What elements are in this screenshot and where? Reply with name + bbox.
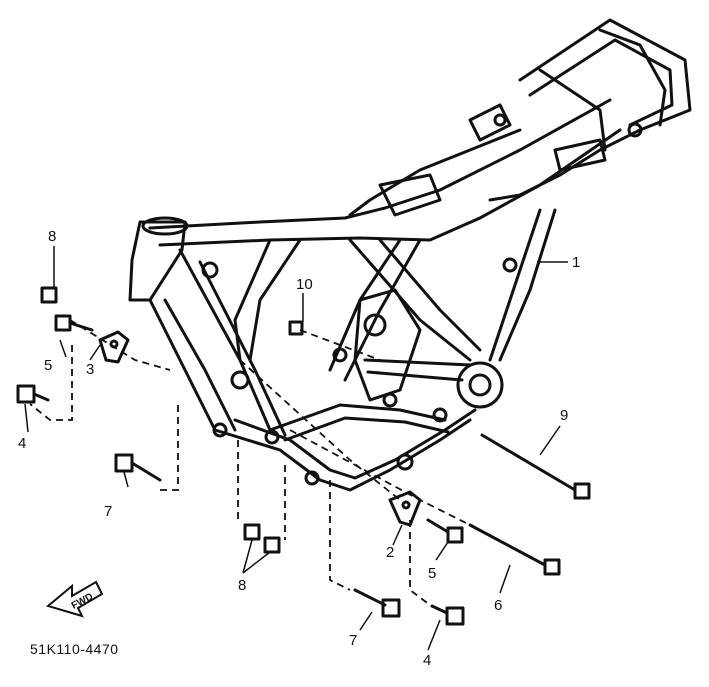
callout-long-bolt-6: 6 [494, 597, 503, 614]
leader-lines [29, 319, 471, 606]
long-bolt-6 [468, 523, 561, 576]
callout-frame: 1 [572, 254, 581, 271]
fwd-arrow-icon: FWD [45, 580, 104, 618]
bolt-7-bottom [353, 588, 401, 618]
reference-code: 51K110-4470 [30, 641, 119, 657]
motorcycle-frame [128, 18, 692, 492]
callout-bolt-5-left: 5 [44, 357, 53, 374]
callout-bolt-7-left: 7 [104, 503, 113, 520]
mount-bracket-right [388, 490, 422, 527]
callout-bracket-3: 3 [86, 361, 95, 378]
callout-nut-8-top: 8 [48, 228, 57, 245]
nut-10 [288, 320, 304, 336]
bolt-7-left [114, 453, 162, 482]
callout-bolt-7-bottom: 7 [349, 632, 358, 649]
callout-bolt-4-left: 4 [18, 435, 27, 452]
callout-long-bolt-9: 9 [560, 407, 569, 424]
nut-8-top [40, 286, 58, 304]
bolt-4-bottom [430, 604, 465, 626]
callout-bolt-5-right: 5 [428, 565, 437, 582]
bolt-4-left [16, 384, 50, 404]
nut-8-pair [243, 523, 281, 554]
callout-nut-10: 10 [296, 276, 313, 293]
solid-leaders [24, 246, 568, 651]
long-bolt-9 [480, 433, 591, 500]
callout-nut-8-bottom: 8 [238, 577, 247, 594]
callout-bracket-2: 2 [386, 544, 395, 561]
bolt-5-right [426, 518, 464, 544]
callout-bolt-4-bottom: 4 [423, 652, 432, 669]
